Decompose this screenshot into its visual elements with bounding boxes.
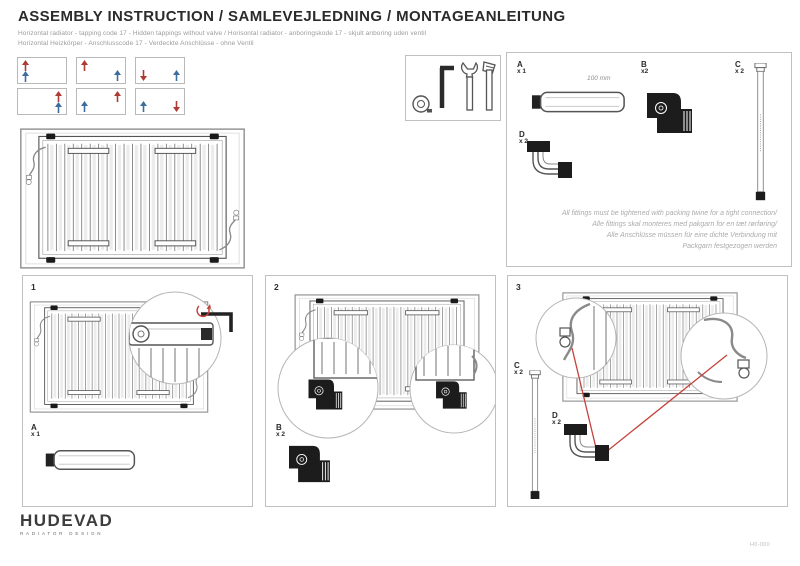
flow-arrow-red-up-icon	[114, 91, 121, 102]
flow-arrow-blue-up-icon	[55, 102, 62, 113]
step-2-part-b-drawing	[286, 444, 332, 484]
flow-arrow-red-up-icon	[81, 60, 88, 71]
brand-tagline: RADIATOR DESIGN	[20, 531, 104, 536]
step-2-panel: 2 B x 2	[265, 275, 496, 507]
flow-option-diagram-2	[76, 57, 126, 84]
step-1-panel: 1 A x 1	[22, 275, 253, 507]
part-d-label: D x 2	[519, 130, 529, 146]
flow-arrow-blue-up-icon	[173, 70, 180, 81]
part-b-label: B x2	[641, 60, 649, 76]
step-3-right-detail	[697, 317, 750, 383]
parts-box: A x 1 100 mm B x2 C x 2 D x 2 All fittin…	[506, 52, 792, 267]
step-1-number: 1	[31, 282, 36, 292]
tools-box	[405, 55, 501, 121]
part-a-dimension: 100 mm	[587, 75, 611, 82]
note-line-en: All fittings must be tightened with pack…	[561, 210, 777, 217]
note-line-de-1: Alle Anschlüsse müssen für eine dichte V…	[606, 232, 777, 239]
step-3-part-c-drawing	[528, 370, 542, 502]
document-code: H0-000	[750, 542, 770, 548]
part-c-hose-drawing	[753, 63, 768, 203]
flow-option-diagram-6	[135, 88, 185, 115]
flow-arrow-blue-up-icon	[22, 71, 29, 82]
step-3-panel: 3 C x	[507, 275, 788, 507]
tools-drawing	[412, 61, 496, 113]
flow-option-diagram-5	[76, 88, 126, 115]
step-1-magnified-detail	[129, 322, 214, 382]
step-3-part-c-label: C x 2	[514, 361, 524, 377]
pipe-wrench-icon	[482, 61, 496, 111]
packing-twine-note: All fittings must be tightened with pack…	[509, 208, 777, 252]
flow-arrow-blue-up-icon	[140, 101, 147, 112]
brand-name: HUDEVAD	[20, 511, 114, 530]
flow-option-diagram-1	[17, 57, 67, 84]
flow-arrow-red-up-icon	[22, 60, 29, 71]
radiator-overview-drawing	[16, 128, 249, 269]
note-line-de-2: Packgarn festgezogen werden	[682, 243, 777, 250]
flow-arrow-blue-up-icon	[81, 101, 88, 112]
step-3-part-d-drawing	[564, 424, 612, 466]
step-3-pointer-lines	[571, 347, 728, 453]
step-3-number: 3	[516, 282, 521, 292]
flow-arrow-red-down-icon	[173, 101, 180, 112]
flow-arrow-red-down-icon	[140, 70, 147, 81]
page-title: ASSEMBLY INSTRUCTION / SAMLEVEJLEDNING /…	[18, 8, 566, 25]
step-1-part-label: A x 1	[31, 423, 41, 439]
step-3-part-d-label: D x 2	[552, 411, 562, 427]
note-line-da: Alle fittings skal monteres med pakgarn …	[592, 221, 777, 228]
allen-key-turn-icon	[196, 304, 233, 332]
subtitle-de: Horizontal Heizkörper - Anschlusscode 17…	[18, 40, 254, 47]
flow-arrow-blue-up-icon	[114, 70, 121, 81]
tape-measure-icon	[412, 95, 432, 113]
step-2-drawing	[277, 294, 495, 439]
part-c-label: C x 2	[735, 60, 745, 76]
part-d-elbow-drawing	[527, 141, 575, 183]
part-a-label: A x 1	[517, 60, 527, 76]
flow-arrow-red-up-icon	[55, 91, 62, 102]
part-a-pipe-drawing	[531, 89, 627, 115]
part-b-elbow-drawing	[644, 91, 694, 135]
step-3-left-detail	[559, 302, 607, 370]
flow-option-diagram-3	[135, 57, 185, 84]
brand-logo: HUDEVAD RADIATOR DESIGN	[20, 512, 113, 536]
step-3-drawing	[535, 292, 768, 453]
step-2-number: 2	[274, 282, 279, 292]
open-end-wrench-icon	[460, 61, 479, 111]
step-2-part-label: B x 2	[276, 423, 286, 439]
subtitle-en-da: Horizontal radiator - tapping code 17 - …	[18, 30, 427, 37]
allen-key-icon	[439, 65, 454, 108]
step-1-part-a-drawing	[43, 448, 139, 472]
step-1-drawing	[29, 291, 233, 413]
flow-option-diagram-4	[17, 88, 67, 115]
